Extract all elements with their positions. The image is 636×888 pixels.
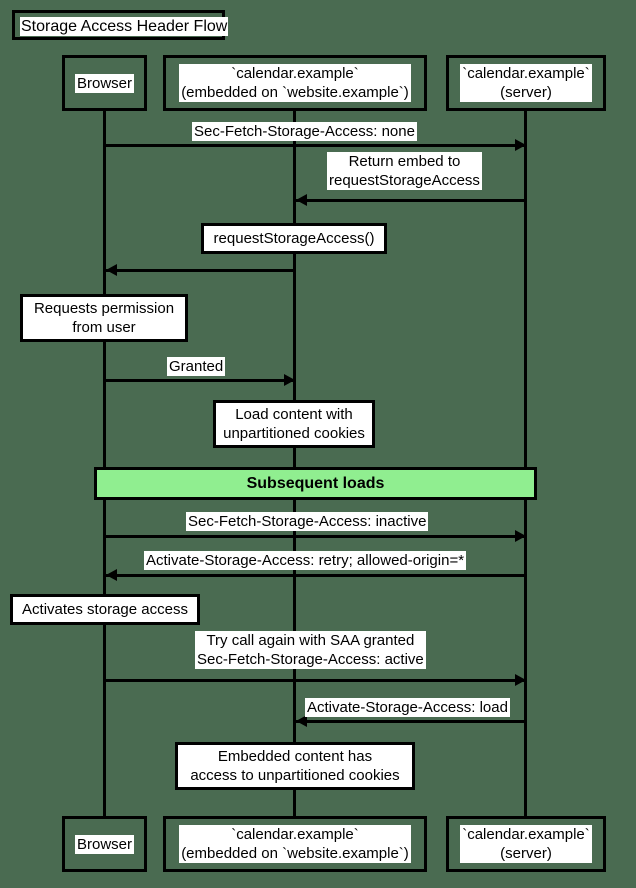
message-label-8: Activate-Storage-Access: load [305,698,510,717]
participant-browser-footer[interactable]: Browser [62,816,147,872]
message-line-1 [103,144,525,147]
note-load-content: Load content with unpartitioned cookies [213,400,375,448]
message-arrowhead-8 [296,715,307,727]
message-label-5: Sec-Fetch-Storage-Access: inactive [186,512,429,531]
message-label-6: Activate-Storage-Access: retry; allowed-… [144,551,467,570]
message-arrowhead-4 [284,374,295,386]
note-embedded-content-access: Embedded content has access to unpartiti… [175,742,415,790]
message-line-7 [103,679,525,682]
note-requests-permission: Requests permission from user [20,294,188,342]
participant-server-label: `calendar.example` (server) [460,64,592,102]
note-text-4: Activates storage access [20,600,190,619]
section-band-label: Subsequent loads [246,475,385,492]
message-arrowhead-2 [296,194,307,206]
note-text-1: requestStorageAccess() [211,229,377,248]
participant-server-header[interactable]: `calendar.example` (server) [446,55,606,111]
participant-embed-footer-label: `calendar.example` (embedded on `website… [179,825,411,863]
note-text-5: Embedded content has access to unpartiti… [188,747,402,785]
message-arrowhead-1 [515,139,526,151]
diagram-title-box: Storage Access Header Flow [12,10,229,40]
participant-embed-footer[interactable]: `calendar.example` (embedded on `website… [163,816,427,872]
note-request-storage-access: requestStorageAccess() [201,223,387,254]
participant-embed-label: `calendar.example` (embedded on `website… [179,64,411,102]
message-arrowhead-3 [106,264,117,276]
note-text-3: Load content with unpartitioned cookies [221,405,367,443]
message-label-1: Sec-Fetch-Storage-Access: none [192,122,417,141]
note-activates-storage-access: Activates storage access [10,594,200,625]
section-band-subsequent-loads: Subsequent loads [94,467,537,500]
note-text-2: Requests permission from user [31,299,177,337]
lifeline-browser [103,110,106,820]
participant-embed-header[interactable]: `calendar.example` (embedded on `website… [163,55,427,111]
message-arrowhead-6 [106,569,117,581]
message-label-4: Granted [167,357,226,376]
message-line-4 [103,379,294,382]
diagram-title: Storage Access Header Flow [20,17,229,36]
message-arrowhead-5 [515,530,526,542]
message-line-3 [105,269,295,272]
message-arrowhead-7 [515,674,526,686]
message-line-8 [295,720,525,723]
lifeline-server [524,110,527,820]
message-line-2 [295,199,525,202]
message-line-6 [105,574,525,577]
message-label-2: Return embed to requestStorageAccess [327,152,482,190]
message-label-7: Try call again with SAA granted Sec-Fetc… [195,631,426,669]
participant-browser-footer-label: Browser [74,834,134,854]
participant-browser-header[interactable]: Browser [62,55,147,111]
lifeline-embed [293,110,296,820]
participant-server-footer[interactable]: `calendar.example` (server) [446,816,606,872]
message-line-5 [103,535,525,538]
participant-browser-label: Browser [74,73,134,93]
participant-server-footer-label: `calendar.example` (server) [460,825,592,863]
